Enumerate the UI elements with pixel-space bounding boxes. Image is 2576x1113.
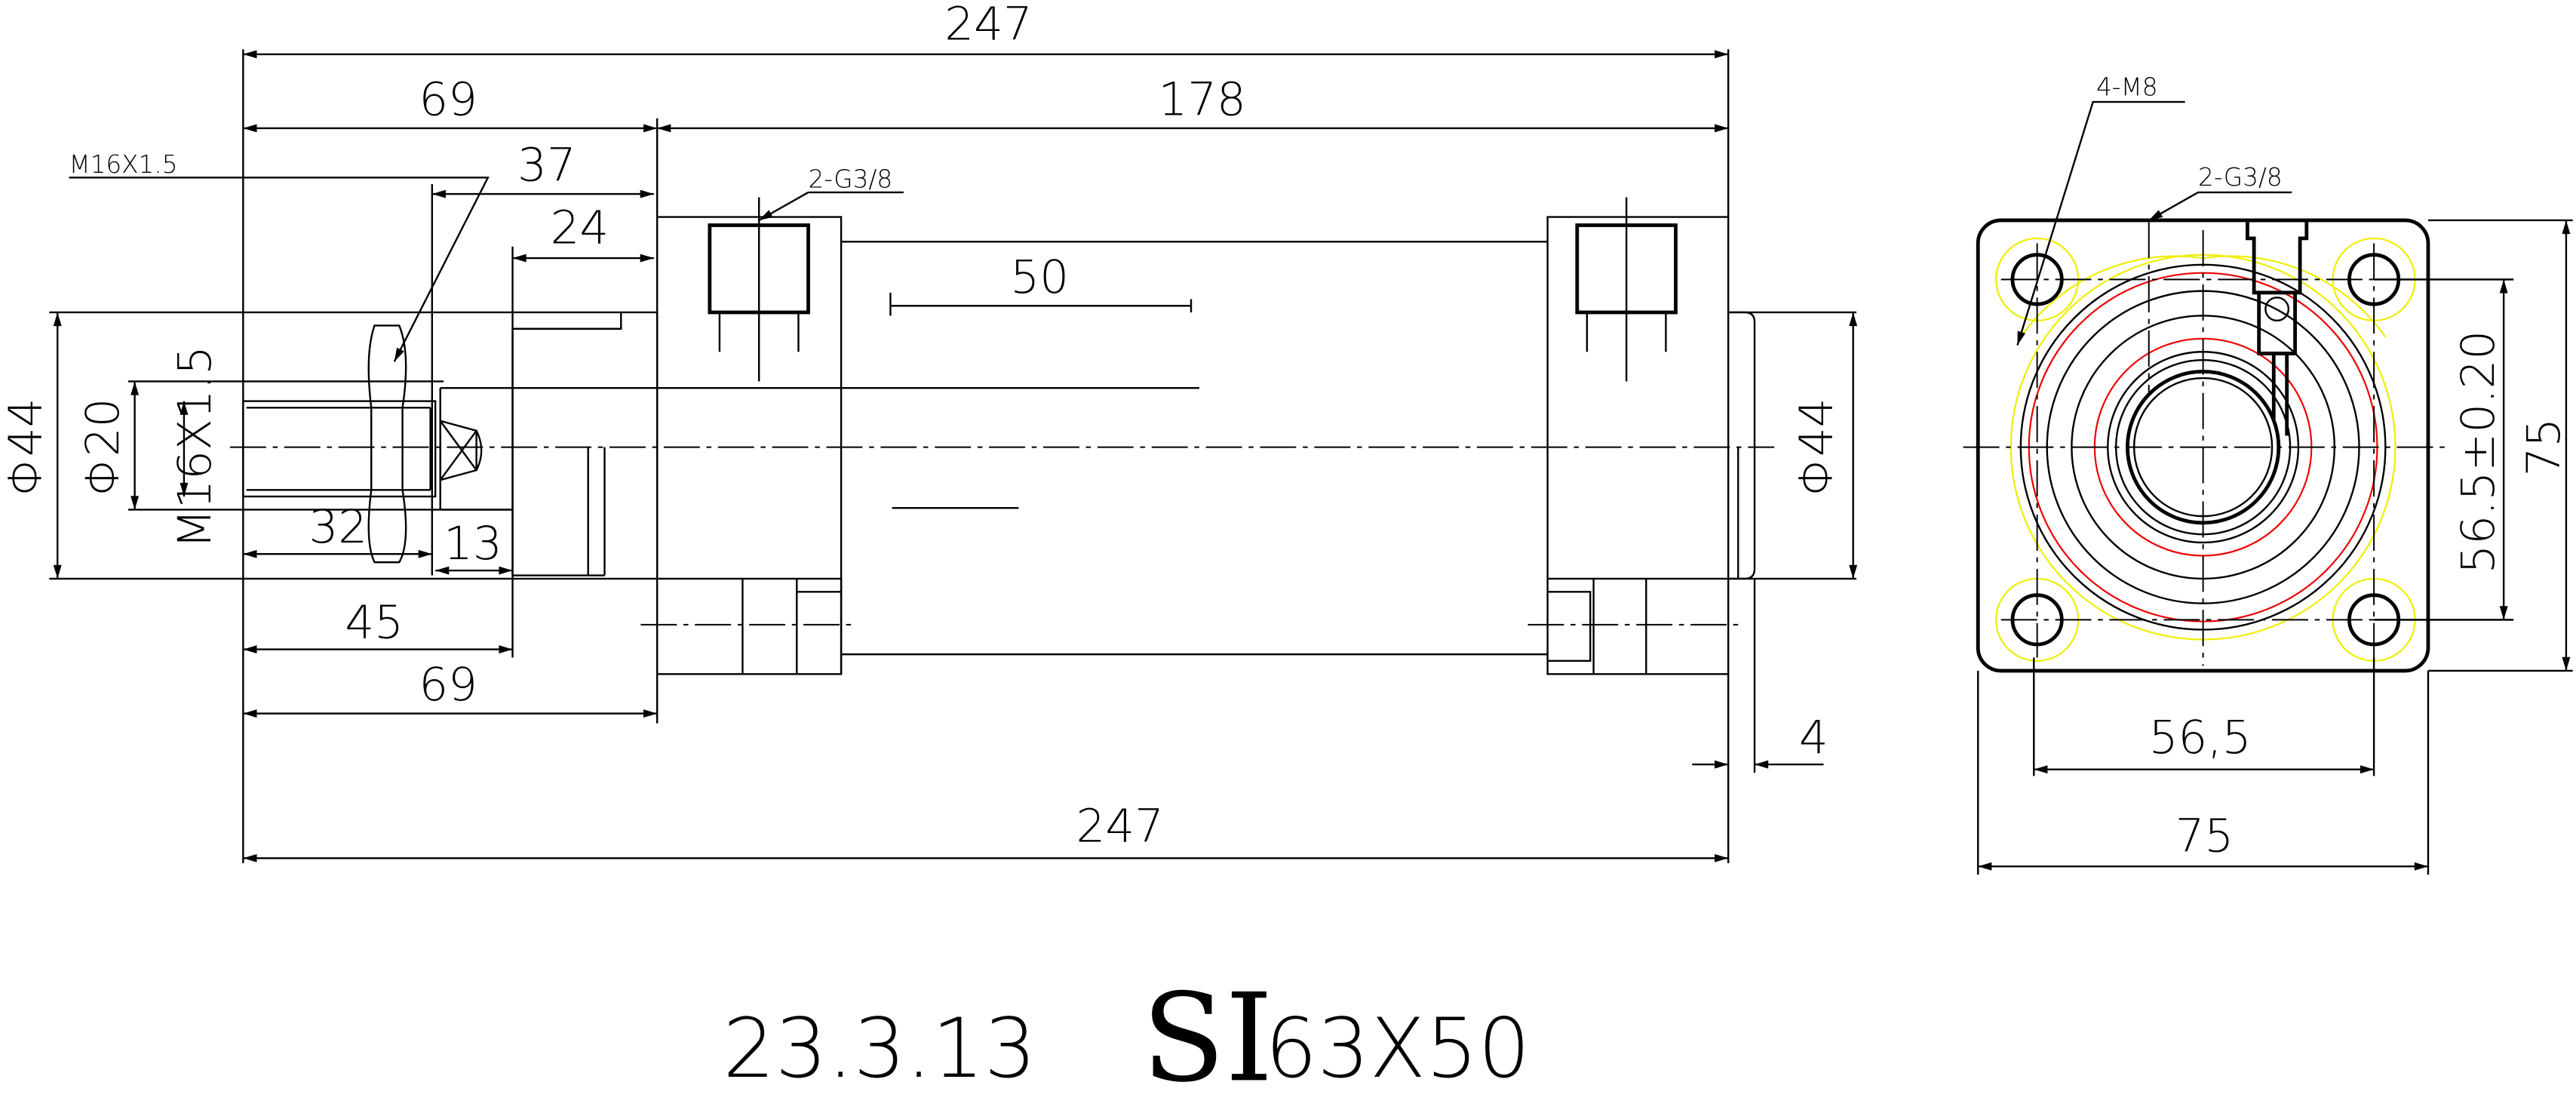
title-size: 63X50 xyxy=(1265,1001,1531,1096)
dim-width: 75 xyxy=(2175,810,2234,863)
end-view xyxy=(1963,100,2573,875)
title-date: 23.3.13 xyxy=(723,1001,1036,1096)
dim-rod-extension: 45 xyxy=(345,595,404,649)
front-view xyxy=(49,49,1858,863)
dim-nut-gap: 13 xyxy=(444,517,502,570)
port-callout-front: 2-G3/8 xyxy=(809,164,893,193)
dim-body: 178 xyxy=(1158,73,1245,127)
dim-bolt-spacing-v: 56.5±0.20 xyxy=(2452,331,2505,574)
bolt-callout: 4-M8 xyxy=(2096,72,2158,101)
dim-overall-bottom: 247 xyxy=(1076,799,1164,853)
dim-height: 75 xyxy=(2517,418,2571,477)
port-callout-end: 2-G3/8 xyxy=(2198,163,2283,192)
dim-bolt-spacing-h: 56,5 xyxy=(2149,711,2252,764)
dim-thread-length: 32 xyxy=(309,500,367,554)
dim-stroke: 50 xyxy=(1010,251,1069,304)
dim-dia-left: Φ44 xyxy=(0,398,52,497)
thread-callout: M16X1.5 xyxy=(69,150,177,179)
dim-overall-top: 247 xyxy=(944,0,1032,51)
dim-24: 24 xyxy=(551,201,609,254)
dim-dia-rod: Φ20 xyxy=(76,398,130,497)
dim-37: 37 xyxy=(517,139,576,192)
dim-dia-right: Φ44 xyxy=(1789,398,1843,497)
title-series: SI xyxy=(1142,967,1273,1109)
dim-cover-bottom: 69 xyxy=(419,658,477,712)
dim-boss: 4 xyxy=(1799,711,1828,764)
dim-cover-top: 69 xyxy=(419,73,477,127)
dim-thread-vertical: M16X1.5 xyxy=(168,346,222,549)
